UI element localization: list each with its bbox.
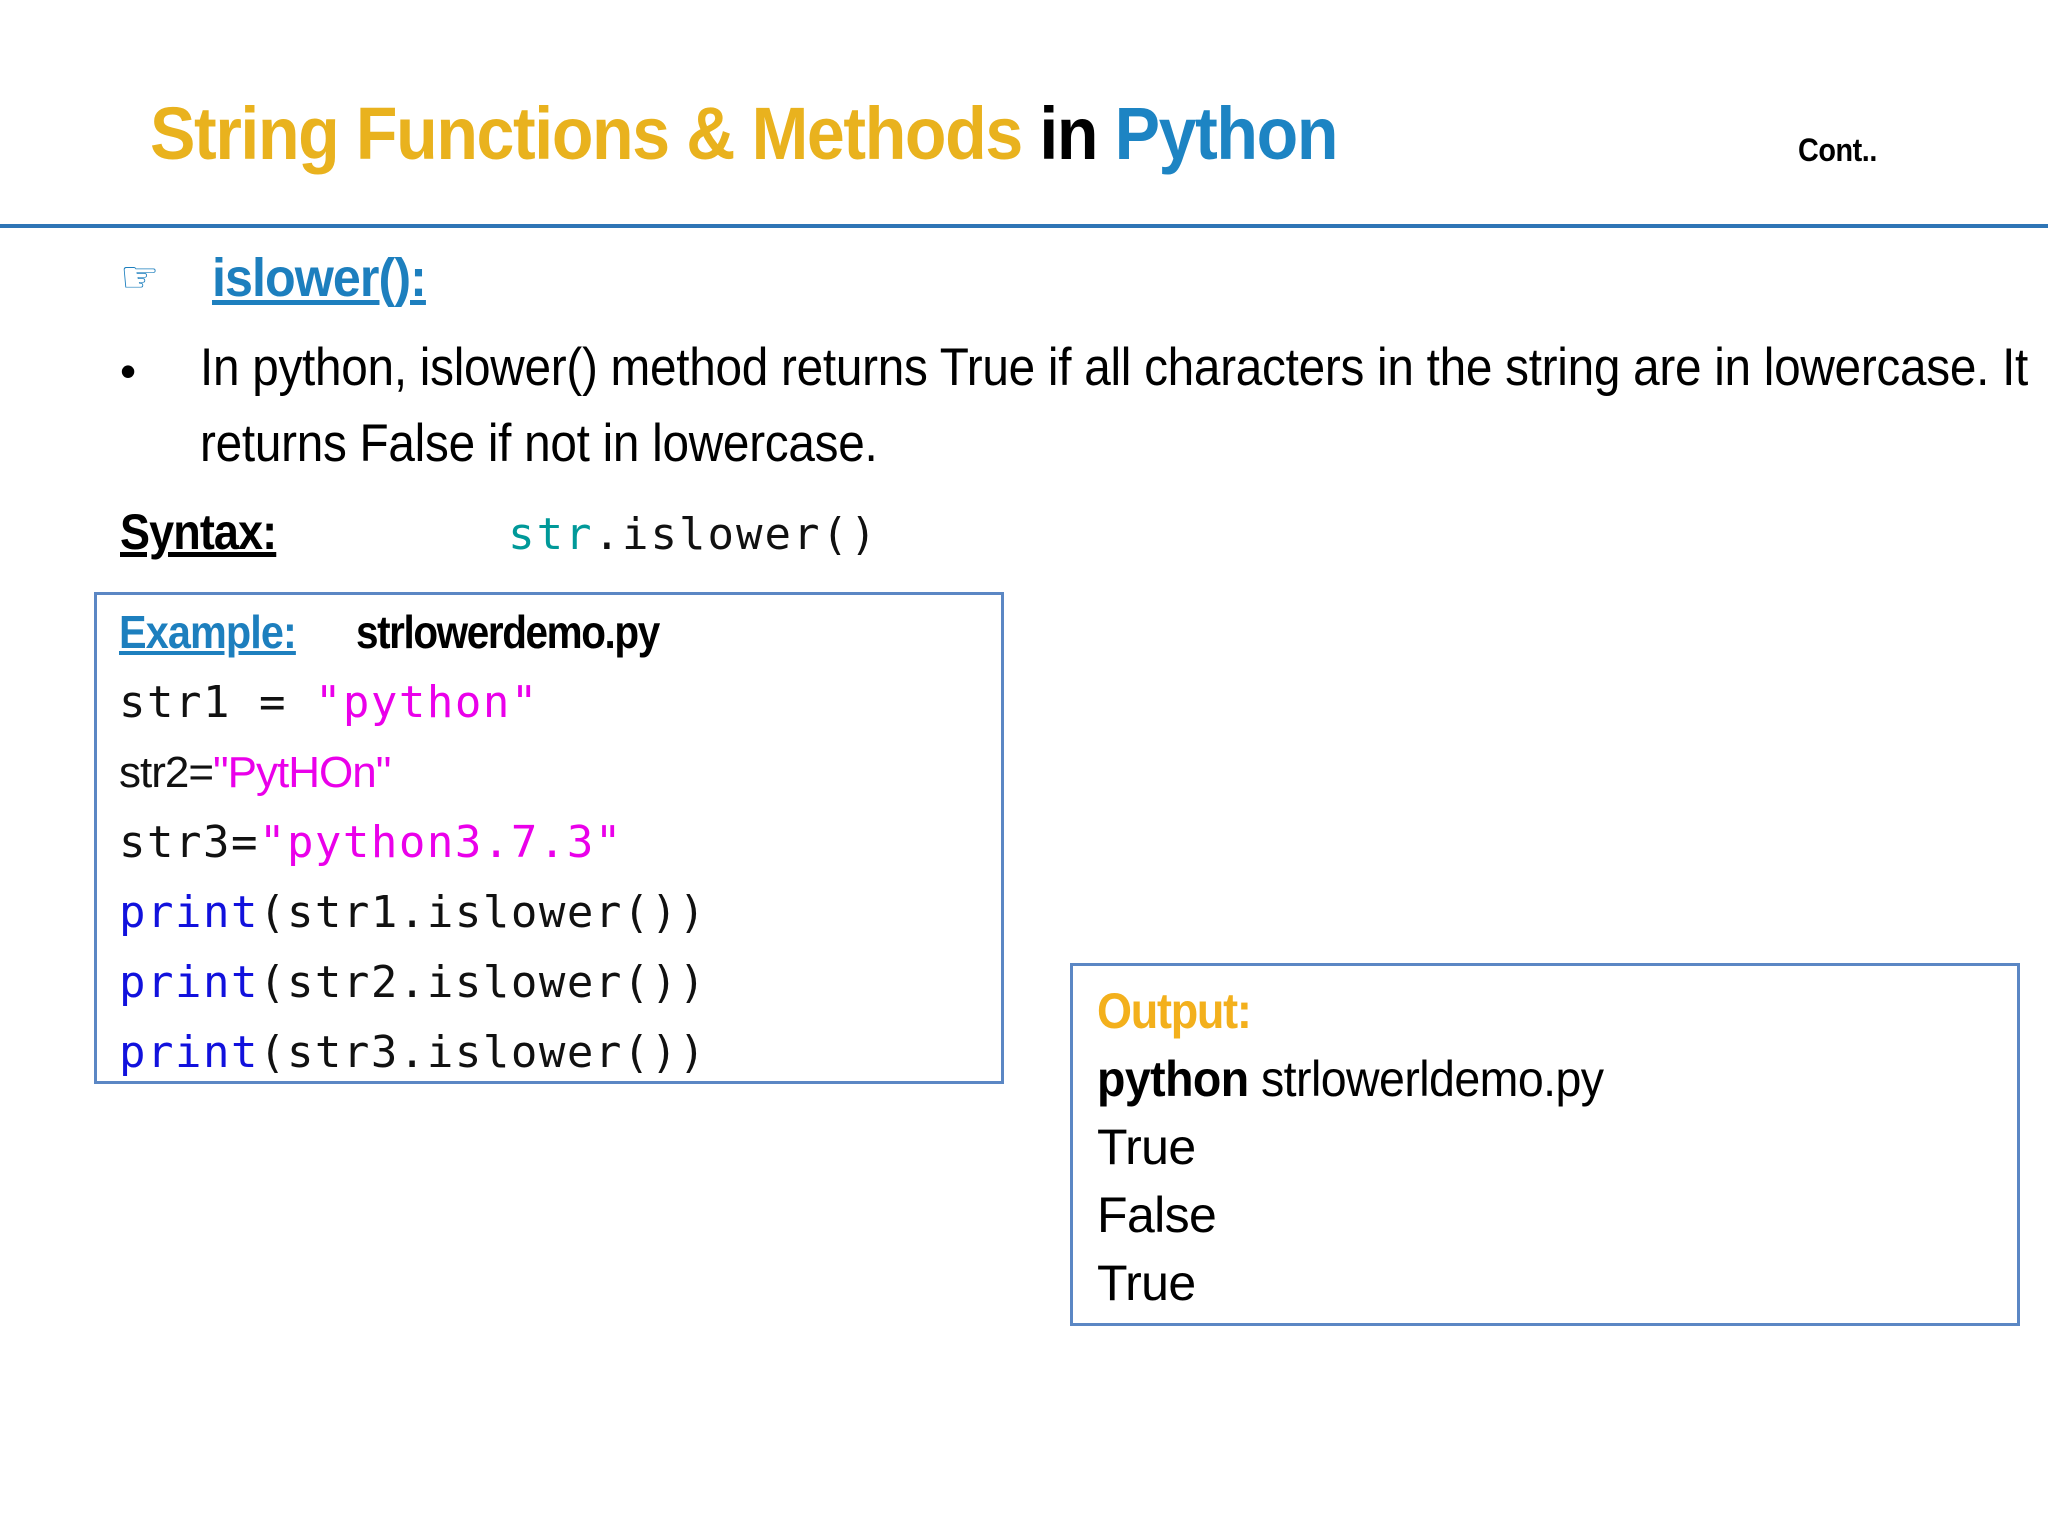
title-part-functions: String Functions & Methods — [150, 92, 1023, 175]
code-keyword-print: print — [119, 1027, 259, 1078]
section-heading: ☞ islower(): — [120, 245, 442, 311]
bullet-marker: • — [120, 345, 137, 397]
code-string-literal: "python" — [314, 677, 539, 728]
output-box: Output: python strlowerldemo.py True Fal… — [1070, 963, 2020, 1326]
code-string-literal: "PytHOn" — [213, 748, 391, 797]
syntax-label: Syntax: — [120, 504, 277, 560]
code-line: print(str1.islower()) — [119, 887, 707, 939]
code-call-expression: (str2.islower()) — [258, 957, 707, 1008]
title-divider — [0, 224, 2048, 228]
title-part-in: in — [1021, 92, 1115, 175]
syntax-object: str — [508, 509, 594, 560]
description-text: In python, islower() method returns True… — [200, 338, 2029, 473]
code-keyword-print: print — [119, 957, 259, 1008]
continuation-label: Cont.. — [1798, 132, 1877, 168]
example-filename: strlowerdemo.py — [355, 606, 660, 658]
code-line: str3="python3.7.3" — [119, 817, 623, 869]
title-text: String Functions & Methods in Python — [150, 86, 1339, 182]
code-line: print(str3.islower()) — [119, 1027, 707, 1079]
output-command: python strlowerldemo.py — [1097, 1050, 1604, 1108]
output-result-line: True — [1097, 1255, 1196, 1311]
example-code-box: Example:strlowerdemo.py str1 = "python" … — [94, 592, 1004, 1084]
output-command-script: strlowerldemo.py — [1248, 1051, 1604, 1107]
code-call-expression: (str3.islower()) — [258, 1027, 707, 1078]
syntax-code: str.islower() — [508, 498, 878, 572]
code-assign-prefix: str2= — [119, 748, 214, 797]
syntax-method: .islower() — [593, 509, 879, 560]
output-result-line: True — [1097, 1119, 1196, 1175]
syntax-row: Syntax: str.islower() — [120, 495, 878, 569]
code-assign-prefix: str1 = — [119, 677, 315, 728]
code-string-literal: "python3.7.3" — [258, 817, 623, 868]
slide-title: String Functions & Methods in Python — [0, 86, 2048, 182]
example-header: Example: strlowerdemo.py — [119, 605, 700, 659]
output-title: Output: — [1097, 983, 1252, 1039]
code-keyword-print: print — [119, 887, 259, 938]
title-part-python: Python — [1114, 92, 1339, 175]
code-line: print(str2.islower()) — [119, 957, 707, 1009]
code-line: str2="PytHOn" — [119, 747, 391, 799]
description-bullet: • In python, islower() method returns Tr… — [120, 330, 2028, 482]
code-line: str1 = "python" — [119, 677, 539, 729]
output-result-line: False — [1097, 1187, 1217, 1243]
pointing-hand-icon: ☞ — [120, 252, 160, 303]
code-call-expression: (str1.islower()) — [258, 887, 707, 938]
section-heading-label: islower(): — [211, 248, 427, 308]
output-command-interpreter: python — [1097, 1051, 1249, 1107]
code-assign-prefix: str3= — [119, 817, 259, 868]
example-label: Example: — [119, 606, 297, 658]
